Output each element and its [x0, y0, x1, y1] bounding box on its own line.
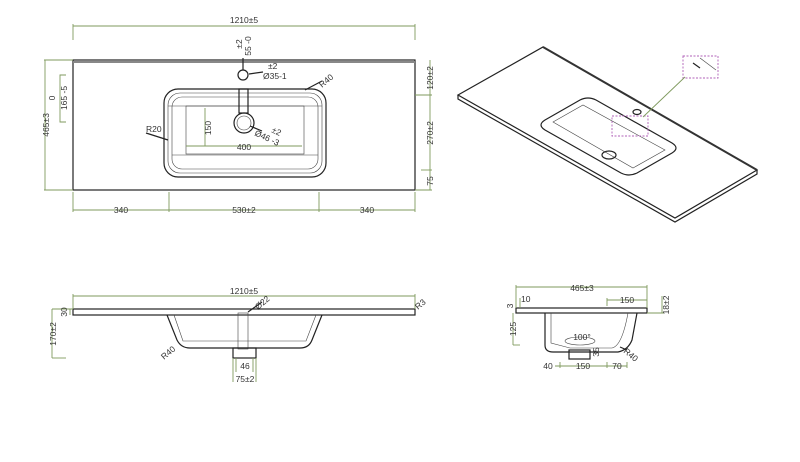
dim-label-overall-depth: 465±3 [41, 113, 51, 137]
callout-leader [642, 76, 686, 118]
drain-stub [568, 349, 591, 360]
bowl-profile [544, 312, 638, 353]
top-view: 1210±5 ±2 55 -0 ±2 Ø35-1 R40 0 165 -5 46… [41, 15, 435, 215]
slab-section [515, 307, 648, 314]
dim-label-400: 400 [237, 142, 251, 152]
basin-floor-3d [552, 104, 666, 169]
dim-label-r40: R40 [159, 344, 178, 362]
overflow-pipe [237, 312, 249, 350]
dim-label-10: 10 [521, 294, 531, 304]
dim-label-tap-hole: Ø35-1 [263, 71, 287, 81]
dim-label-270: 270±2 [425, 121, 435, 145]
dim-label-150: 150 [620, 295, 634, 305]
basin-rim [167, 92, 323, 174]
tap-hole-3d [632, 108, 642, 116]
dim-label-35: 35 [591, 347, 601, 357]
front-view: 1210±5 Ø22 R3 30 170±2 R40 46 75±2 [48, 286, 428, 384]
dim-label-75: 75 [425, 176, 435, 186]
dim-label-r40: R40 [317, 72, 336, 90]
dim-label-125: 125 [508, 322, 518, 336]
dim-label-340-left: 340 [114, 205, 128, 215]
dim-label-40: 40 [543, 361, 553, 371]
basin-3d [540, 97, 677, 176]
back-edge [542, 46, 758, 171]
dim-label-overall-depth: 465±3 [570, 283, 594, 293]
drain-3d [601, 150, 617, 160]
basin-rim-inner [171, 96, 319, 170]
dim-label-tap-offset-tol: ±2 [234, 39, 244, 49]
dim-label-170: 170±2 [48, 322, 58, 346]
dim-label-120: 120±2 [425, 66, 435, 90]
dim-label-18: 18±2 [661, 295, 671, 314]
detail-line [699, 57, 717, 71]
tap-leader [248, 71, 264, 75]
drain-hole [233, 112, 255, 134]
perspective-view [456, 46, 759, 223]
bowl-inner [173, 314, 317, 342]
dim-label-overall-width: 1210±5 [230, 286, 259, 296]
r40-leader [304, 80, 323, 91]
dim-label-150: 150 [203, 121, 213, 135]
drain-ellipse [564, 336, 596, 346]
tap-hole [237, 69, 249, 81]
dim-label-340-right: 340 [360, 205, 374, 215]
countertop-3d [456, 46, 759, 219]
dim-label-46: 46 [240, 361, 250, 371]
dim-label-30: 30 [59, 307, 69, 317]
dim-label-150-bottom: 150 [576, 361, 590, 371]
dim-label-drain-tol: ±2 [270, 125, 283, 138]
dim-label-r20: R20 [146, 124, 162, 134]
countertop-edge [457, 95, 758, 223]
dim-label-tap-offset: 55 -0 [243, 36, 253, 56]
countertop-outline [72, 59, 416, 191]
dim-label-75: 75±2 [236, 374, 255, 384]
drain-inner [236, 115, 252, 131]
bowl-inner [550, 312, 629, 349]
dim-label-70: 70 [612, 361, 622, 371]
bowl-profile [166, 314, 323, 349]
dim-label-165: 165 -5 [59, 86, 69, 110]
drain-leader [249, 125, 263, 132]
callout-detail [682, 55, 719, 79]
detail-slot [692, 62, 701, 69]
drain-stub [232, 347, 257, 359]
side-view: 465±3 3 10 150 18±2 125 100° 35 R40 40 1… [505, 283, 671, 371]
dim-label-angle: 100° [573, 332, 591, 342]
dim-label-overall-width: 1210±5 [230, 15, 259, 25]
slab-section [72, 308, 416, 316]
dim-label-530: 530±2 [232, 205, 256, 215]
dim-label-zero: 0 [47, 95, 57, 100]
overflow-channel [238, 88, 249, 114]
overflow-leader [247, 301, 263, 313]
dim-line [59, 74, 66, 123]
dim-label-3: 3 [505, 303, 515, 308]
r20-leader [145, 132, 169, 141]
dim-label-tap-hole-tol: ±2 [268, 61, 278, 71]
r40-leader [619, 346, 628, 351]
callout-box [611, 115, 649, 137]
